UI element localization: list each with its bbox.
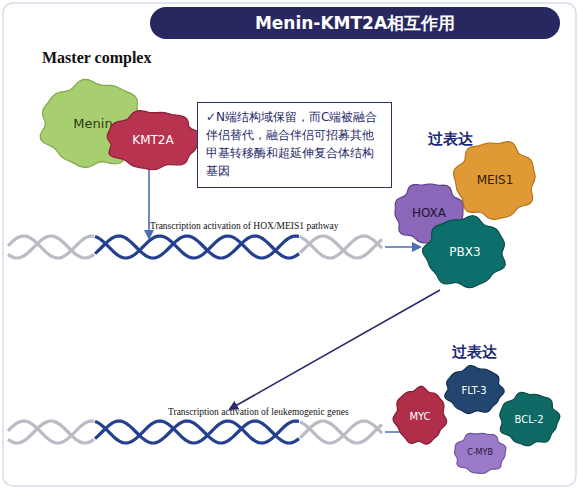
- blob-shape: [455, 433, 506, 473]
- protein-name: MYC: [409, 409, 430, 424]
- protein-blob: MEIS1: [452, 138, 538, 222]
- protein-name: FLT-3: [461, 383, 486, 398]
- dna-strand: [300, 236, 382, 258]
- arrow: [385, 246, 420, 248]
- overexpression-label: 过表达: [452, 343, 497, 362]
- title: Menin-KMT2A相互作用: [255, 12, 455, 35]
- note-text: ✓N端结构域保留，而C端被融合伴侣替代，融合伴侣可招募其他甲基转移酶和超延伸复合…: [206, 108, 383, 180]
- protein-blob: PBX3: [422, 214, 508, 290]
- protein-blob: C-MYB: [452, 430, 508, 476]
- blob-shape: [454, 142, 536, 220]
- dna-strand: [8, 421, 94, 443]
- pathway-label: Transcription activation of leukemogenic…: [168, 407, 349, 417]
- pathway-label: Transcription activation of HOX/MEIS1 pa…: [150, 221, 339, 231]
- blob-shape: [393, 386, 447, 444]
- frame: [3, 3, 576, 486]
- protein-name: HOXA: [412, 204, 446, 222]
- arrow: [230, 290, 440, 409]
- dna-strand: [95, 421, 299, 443]
- protein-blob: BCL-2: [497, 390, 561, 448]
- protein-name: Menin: [73, 114, 112, 134]
- protein-name: KMT2A: [132, 131, 173, 149]
- protein-blob: FLT-3: [443, 364, 505, 416]
- protein-name: MEIS1: [477, 171, 514, 189]
- protein-blob: MYC: [392, 385, 448, 447]
- complex-label: Master complex: [42, 49, 151, 67]
- blob-shape: [107, 111, 201, 170]
- dna-strand: [95, 236, 299, 258]
- dna-strand: [95, 236, 299, 258]
- blob-shape: [500, 392, 560, 445]
- dna-strand: [8, 236, 94, 258]
- callout-box: ✓N端结构域保留，而C端被融合伴侣替代，融合伴侣可招募其他甲基转移酶和超延伸复合…: [197, 102, 392, 188]
- arrow: [148, 170, 150, 238]
- dna-strand: [95, 421, 299, 443]
- dna-strand: [8, 421, 94, 443]
- blob-shape: [445, 366, 504, 414]
- dna-strand: [300, 421, 382, 443]
- protein-blob: KMT2A: [104, 108, 202, 172]
- title-bar: Menin-KMT2A相互作用: [150, 7, 560, 39]
- protein-name: PBX3: [449, 243, 480, 261]
- protein-name: BCL-2: [514, 412, 543, 427]
- protein-name: C-MYB: [467, 447, 493, 459]
- dna-helix: [8, 236, 382, 443]
- dna-strand: [300, 421, 382, 443]
- overexpression-label: 过表达: [428, 130, 473, 149]
- dna-strand: [8, 236, 94, 258]
- blob-shape: [423, 216, 506, 288]
- dna-strand: [300, 236, 382, 258]
